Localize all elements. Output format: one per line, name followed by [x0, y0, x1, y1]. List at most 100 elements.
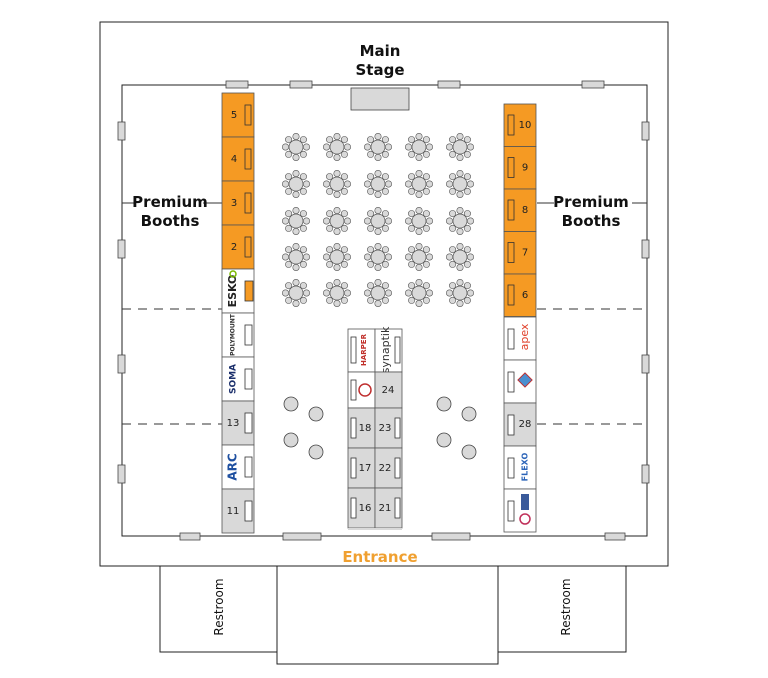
premium-right-line1: Premium [553, 193, 629, 211]
round-table [281, 278, 310, 307]
booth-flexo[interactable]: FLEXO [503, 445, 537, 490]
svg-text:24: 24 [382, 385, 395, 396]
round-table [404, 278, 433, 307]
svg-text:16: 16 [359, 503, 372, 514]
round-table [404, 207, 433, 236]
booth-esko[interactable]: ESKO [221, 268, 255, 314]
cocktail-tables [283, 396, 477, 460]
booth-apex[interactable]: apex [503, 316, 537, 361]
booth-soma[interactable]: SOMA [221, 356, 255, 402]
svg-text:23: 23 [379, 423, 392, 434]
premium-left-line1: Premium [132, 193, 208, 211]
booth-17[interactable]: 17 [347, 447, 376, 489]
booth-10[interactable]: 10 [503, 103, 537, 147]
round-table [281, 243, 310, 271]
booth-16[interactable]: 16 [347, 487, 376, 529]
round-table [445, 278, 474, 307]
booth-2[interactable]: 2 [221, 224, 255, 270]
svg-text:HARPER: HARPER [360, 333, 368, 366]
entrance-label: Entrance [342, 548, 418, 566]
booth-arc[interactable]: ARC [221, 444, 255, 490]
round-table [404, 243, 433, 271]
booth-logo-center[interactable] [347, 371, 376, 409]
svg-text:13: 13 [227, 418, 240, 429]
round-table [445, 170, 474, 199]
booth-9[interactable]: 9 [503, 146, 537, 190]
svg-text:21: 21 [379, 503, 392, 514]
svg-text:synaptik: synaptik [379, 326, 392, 373]
booth-11[interactable]: 11 [221, 488, 255, 534]
booth-polymount[interactable]: POLYMOUNT [221, 312, 255, 358]
entrance-hall [276, 566, 499, 665]
booth-23[interactable]: 23 [374, 407, 403, 449]
round-tables [281, 133, 474, 307]
round-table [281, 133, 310, 162]
svg-text:8: 8 [522, 205, 528, 216]
premium-right-line2: Booths [561, 212, 621, 230]
booth-8[interactable]: 8 [503, 188, 537, 232]
round-table [363, 207, 392, 236]
outer-wall [99, 21, 669, 567]
round-table [322, 207, 351, 236]
svg-text:28: 28 [519, 419, 532, 430]
premium-right-label: Premium Booths [550, 193, 632, 231]
premium-left-label: Premium Booths [130, 193, 210, 231]
booth-3[interactable]: 3 [221, 180, 255, 226]
main-stage-line2: Stage [355, 61, 405, 79]
booth-7[interactable]: 7 [503, 231, 537, 275]
booth-13[interactable]: 13 [221, 400, 255, 446]
main-stage-line1: Main [359, 42, 401, 60]
round-table [322, 133, 351, 162]
booth-24[interactable]: 24 [374, 371, 403, 409]
booth-6[interactable]: 6 [503, 273, 537, 317]
hall-wall [121, 84, 648, 537]
round-table [322, 243, 351, 271]
round-table [322, 278, 351, 307]
booth-logo-flower[interactable] [503, 488, 537, 533]
dashed-dividers [122, 308, 647, 425]
restroom-right-room [497, 565, 627, 653]
svg-text:FLEXO: FLEXO [521, 452, 530, 481]
round-table [445, 243, 474, 271]
restroom-left-room [159, 565, 278, 653]
round-table [363, 170, 392, 199]
wall-windows [117, 80, 650, 541]
flower-logo [519, 513, 531, 525]
svg-text:17: 17 [359, 463, 372, 474]
premium-left-line2: Booths [140, 212, 200, 230]
round-table [363, 278, 392, 307]
booth-number: 3 [231, 198, 237, 209]
svg-text:6: 6 [522, 290, 528, 301]
logo-text-bar [521, 494, 529, 510]
round-table [445, 207, 474, 236]
round-table [445, 133, 474, 162]
round-table [363, 133, 392, 162]
main-stage-block [350, 87, 410, 111]
booth-4[interactable]: 4 [221, 136, 255, 182]
round-table [281, 170, 310, 199]
booth-28[interactable]: 28 [503, 402, 537, 447]
round-logo [358, 383, 372, 397]
restroom-left-label: Restroom [212, 578, 226, 636]
round-table [322, 170, 351, 199]
booth-logo-diamond[interactable] [503, 359, 537, 404]
esko-logo-mark [229, 270, 237, 278]
booth-harper[interactable]: HARPER [347, 328, 376, 373]
booth-synaptik[interactable]: synaptik [374, 326, 403, 373]
booth-21[interactable]: 21 [374, 487, 403, 529]
booth-5[interactable]: 5 [221, 92, 255, 138]
svg-text:POLYMOUNT: POLYMOUNT [230, 313, 237, 356]
svg-text:ARC: ARC [226, 453, 240, 481]
round-table [404, 133, 433, 162]
booth-22[interactable]: 22 [374, 447, 403, 489]
booth-number: 2 [231, 242, 237, 253]
booth-number: 4 [231, 154, 237, 165]
booth-18[interactable]: 18 [347, 407, 376, 449]
svg-text:apex: apex [518, 323, 531, 350]
svg-text:22: 22 [379, 463, 392, 474]
diamond-logo [517, 372, 533, 388]
booth-number: 5 [231, 110, 237, 121]
